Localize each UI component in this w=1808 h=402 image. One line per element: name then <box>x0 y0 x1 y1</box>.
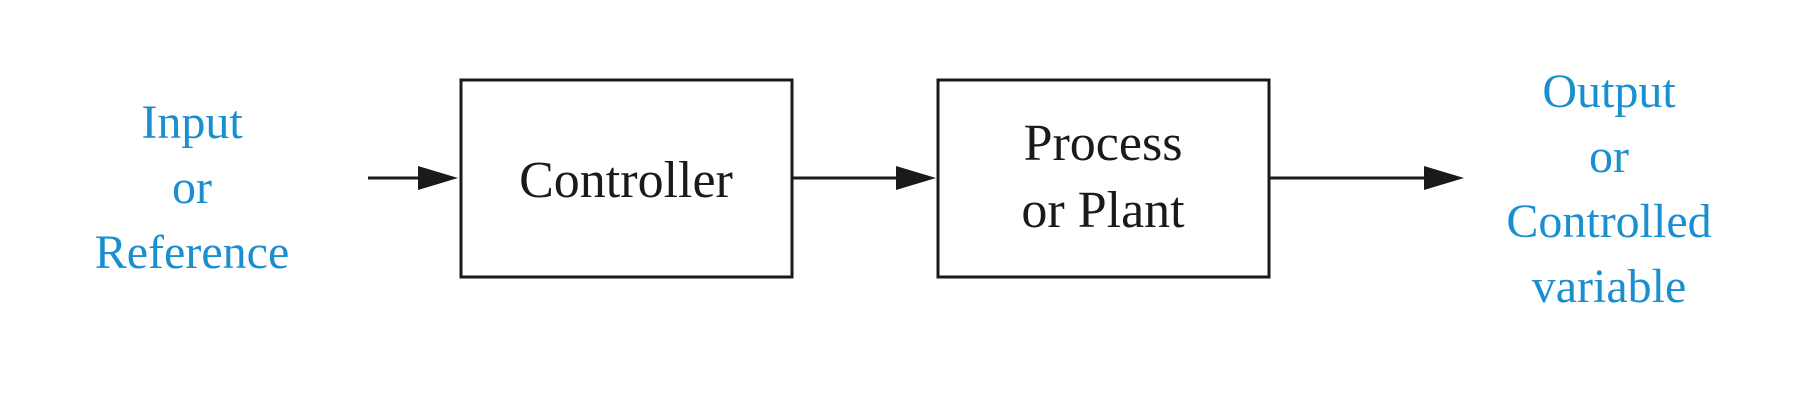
input-label-line-3: Reference <box>95 226 290 279</box>
output-label-line-4: variable <box>1532 260 1687 313</box>
input-label-line-2: or <box>172 161 212 214</box>
controller-to-process-arrow <box>792 166 936 190</box>
output-arrowhead <box>1424 166 1464 190</box>
process-box <box>936 78 1271 279</box>
input-label-line-1: Input <box>141 96 243 149</box>
output-label-line-1: Output <box>1542 65 1676 118</box>
control-arrowhead <box>896 166 936 190</box>
controller-box <box>459 78 794 279</box>
input-to-controller-arrow <box>368 166 458 190</box>
output-label-line-3: Controlled <box>1506 195 1711 248</box>
controller-label: Controller <box>519 152 733 209</box>
output-label: Output or Controlled variable <box>1506 65 1711 313</box>
process-label-line-1: Process <box>1024 115 1183 172</box>
process-block: Process or Plant <box>936 78 1271 279</box>
process-label-line-2: or Plant <box>1021 182 1185 239</box>
input-arrowhead <box>418 166 458 190</box>
output-label-line-2: or <box>1589 130 1629 183</box>
controller-block: Controller <box>459 78 794 279</box>
process-to-output-arrow <box>1269 166 1464 190</box>
input-label: Input or Reference <box>95 96 290 279</box>
